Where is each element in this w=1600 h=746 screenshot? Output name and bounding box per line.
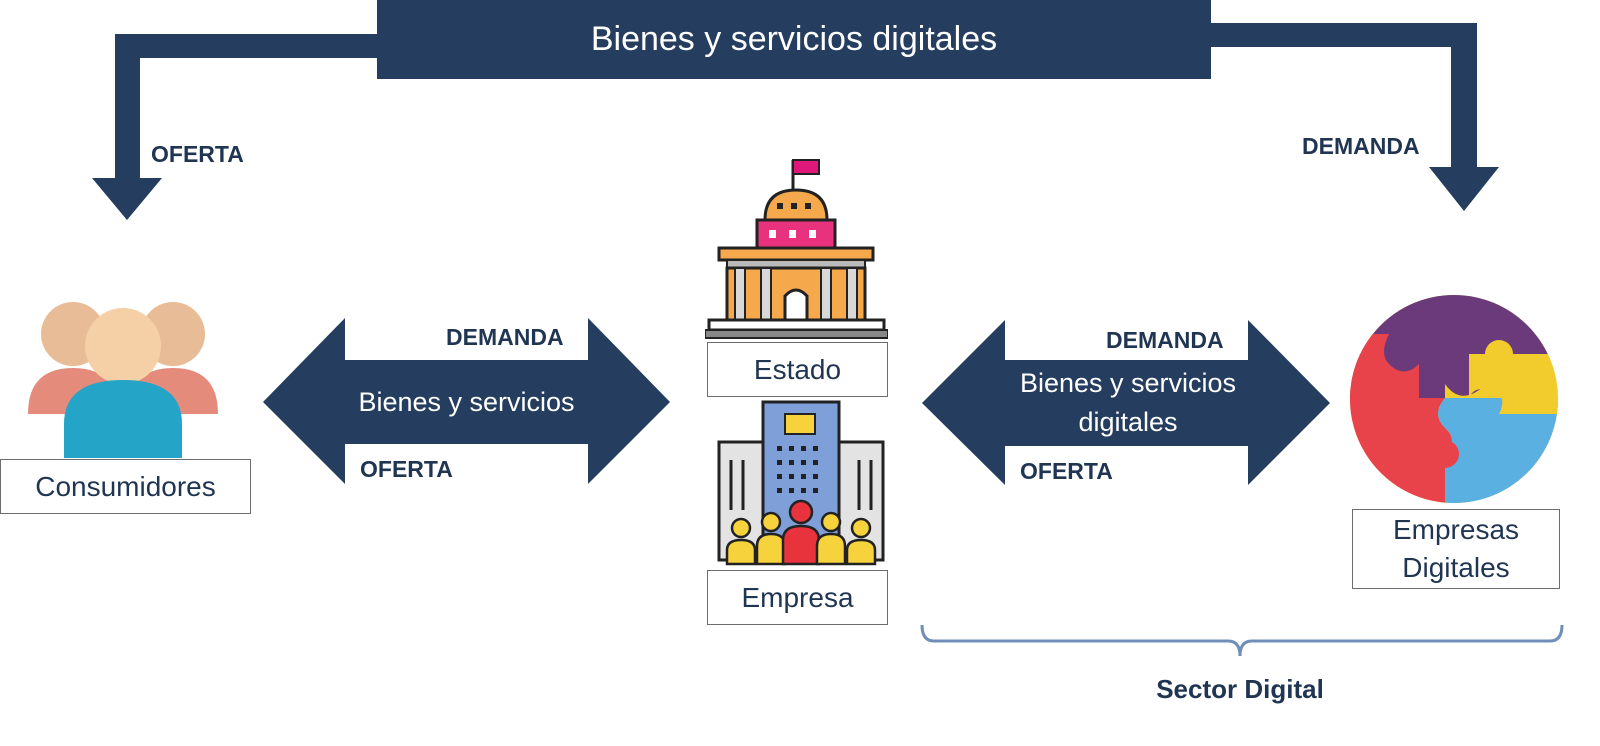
left-demanda-label: DEMANDA [446, 324, 564, 350]
empresas-digitales-box: Empresas Digitales [1352, 509, 1560, 589]
left-oferta-label: OFERTA [360, 456, 453, 482]
empresas-digitales-label-line2: Digitales [1402, 552, 1510, 583]
right-oferta-label: OFERTA [1020, 458, 1113, 484]
sector-digital-brace [920, 624, 1564, 657]
puzzle-icon [1350, 295, 1558, 503]
left-double-arrow [263, 318, 670, 484]
top-banner-label: Bienes y servicios digitales [590, 20, 998, 58]
top-right-elbow-arrow [1211, 23, 1499, 211]
consumidores-box: Consumidores [0, 459, 251, 514]
office-building-icon [717, 400, 885, 566]
right-double-arrow [922, 320, 1330, 485]
right-arrow-label-line2: digitales [1078, 407, 1178, 437]
top-left-elbow-arrow [92, 34, 377, 220]
government-building-icon [705, 159, 888, 339]
left-arrow-label: Bienes y servicios [358, 387, 575, 417]
estado-label: Estado [753, 353, 842, 385]
empresa-box: Empresa [707, 570, 888, 625]
consumidores-label: Consumidores [35, 470, 216, 502]
top-right-demanda-label: DEMANDA [1302, 133, 1420, 159]
top-left-oferta-label: OFERTA [151, 141, 244, 167]
empresa-label: Empresa [741, 581, 854, 613]
right-demanda-label: DEMANDA [1106, 327, 1224, 353]
sector-digital-label: Sector Digital [1156, 674, 1324, 704]
top-banner: Bienes y servicios digitales [377, 0, 1211, 79]
people-icon [28, 302, 218, 458]
right-arrow-label-line1: Bienes y servicios [1019, 368, 1237, 398]
empresas-digitales-label-line1: Empresas [1392, 514, 1520, 545]
estado-box: Estado [707, 342, 888, 397]
